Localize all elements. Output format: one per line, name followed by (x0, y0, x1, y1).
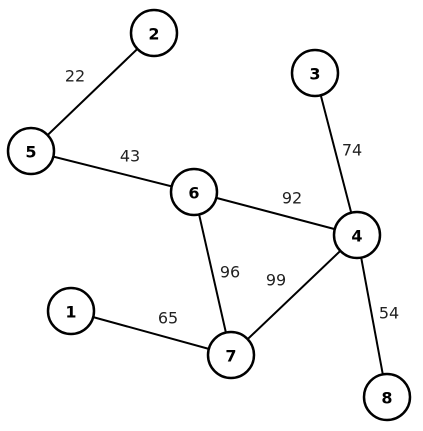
edge-weight-2-5: 22 (65, 67, 85, 86)
nodes-layer: 1 2 3 4 5 6 7 8 (6, 8, 412, 422)
node-label-6: 6 (188, 184, 199, 203)
node-3: 3 (290, 48, 340, 98)
node-5: 5 (6, 126, 56, 176)
edge-2-5 (30, 32, 155, 152)
node-circle-3 (290, 48, 340, 98)
node-6: 6 (169, 167, 219, 217)
node-circle-1 (46, 286, 96, 336)
edge-weight-5-6: 43 (120, 147, 140, 166)
node-circle-7 (206, 330, 256, 380)
node-label-5: 5 (25, 143, 36, 162)
edge-weight-1-7: 65 (158, 309, 178, 328)
node-circle-6 (169, 167, 219, 217)
edges-layer (30, 32, 388, 398)
node-label-1: 1 (65, 303, 76, 322)
node-label-8: 8 (381, 389, 392, 408)
edge-weight-3-4: 74 (342, 141, 362, 160)
edge-weight-6-7: 96 (220, 263, 240, 282)
node-circle-2 (129, 8, 179, 58)
node-2: 2 (129, 8, 179, 58)
node-label-2: 2 (148, 25, 159, 44)
edge-3-4 (314, 72, 358, 236)
node-label-7: 7 (225, 347, 236, 366)
node-label-4: 4 (351, 227, 362, 246)
node-circle-5 (6, 126, 56, 176)
node-7: 7 (206, 330, 256, 380)
edge-4-8 (356, 234, 388, 398)
node-4: 4 (332, 210, 382, 260)
edge-6-7 (193, 191, 232, 356)
node-label-3: 3 (309, 65, 320, 84)
node-8: 8 (362, 372, 412, 422)
node-circle-8 (362, 372, 412, 422)
edge-weight-4-8: 54 (379, 304, 399, 323)
edge-weight-6-4: 92 (282, 189, 302, 208)
edge-weight-7-4: 99 (266, 271, 286, 290)
edge-7-4 (230, 234, 358, 356)
node-circle-4 (332, 210, 382, 260)
edge-6-4 (193, 191, 358, 236)
node-1: 1 (46, 286, 96, 336)
edge-5-6 (30, 150, 195, 193)
edge-1-7 (70, 310, 232, 356)
